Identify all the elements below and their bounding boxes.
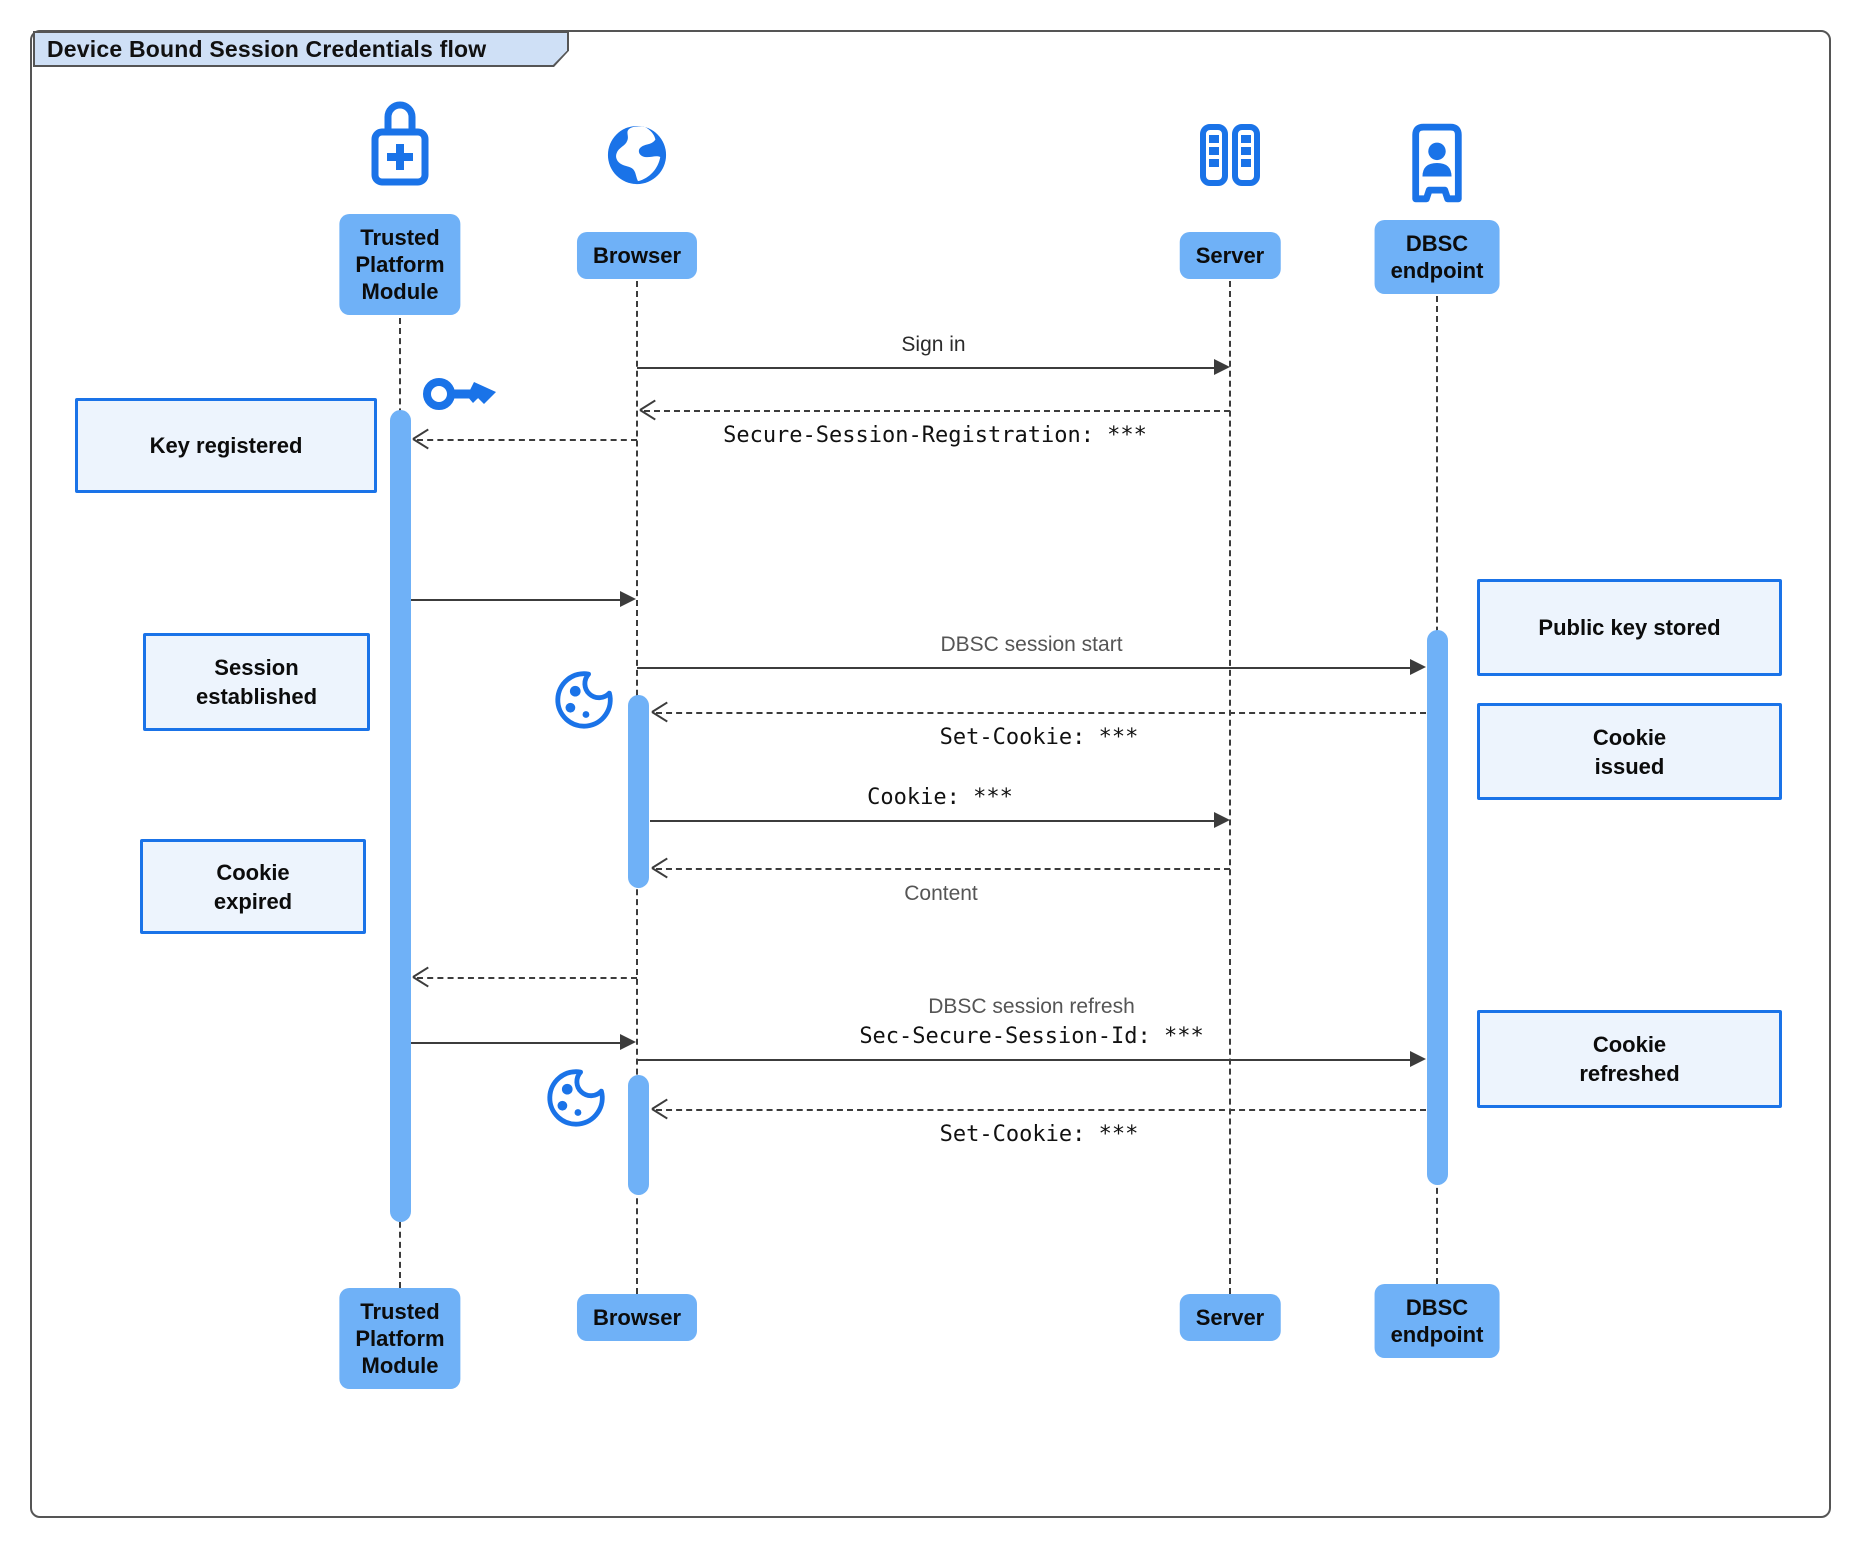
activation-bar-browser (627, 1075, 649, 1195)
arrowhead-icon (1410, 1051, 1426, 1067)
message-label: Set-Cookie: *** (939, 1122, 1139, 1147)
note-cookie-expired: Cookie expired (140, 839, 366, 934)
cookie-icon (552, 664, 616, 732)
lock-plus-icon (367, 96, 433, 188)
arrowhead-icon (620, 1034, 636, 1050)
arrowhead-icon (1214, 359, 1230, 375)
activation-bar-tpm (389, 410, 411, 1222)
message-line-browser-to-dbsc (637, 1059, 1414, 1061)
participant-label-dbsc-bottom: DBSC endpoint (1374, 1284, 1500, 1358)
message-line-browser-to-tpm (417, 977, 637, 979)
participant-label-tpm-bottom: Trusted Platform Module (339, 1288, 461, 1389)
diagram-title-tab-inner: Device Bound Session Credentials flow (35, 33, 567, 65)
message-line-server-to-browser (644, 410, 1230, 412)
server-icon (1198, 124, 1262, 186)
participant-label-browser-bottom: Browser (576, 1294, 698, 1341)
participant-label-server-bottom: Server (1179, 1294, 1281, 1341)
cookie-icon (544, 1062, 608, 1130)
activation-bar-browser (627, 695, 649, 888)
message-label: Sec-Secure-Session-Id: *** (859, 1024, 1204, 1049)
message-line-dbsc-to-browser (656, 712, 1426, 714)
message-line-browser-to-server (637, 367, 1218, 369)
message-line-tpm-to-browser (411, 599, 624, 601)
message-line-tpm-to-browser (411, 1042, 624, 1044)
door-person-icon (1406, 120, 1468, 204)
arrowhead-icon (620, 591, 636, 607)
message-line-dbsc-to-browser (656, 1109, 1426, 1111)
lifeline-server (1229, 281, 1231, 1294)
message-label: Sign in (901, 333, 966, 356)
note-cookie-refreshed: Cookie refreshed (1477, 1010, 1782, 1108)
note-cookie-issued: Cookie issued (1477, 703, 1782, 800)
message-label: Content (904, 882, 978, 905)
message-label: DBSC session refresh (928, 995, 1135, 1018)
message-line-browser-to-server (650, 820, 1218, 822)
message-line-server-to-browser (656, 868, 1230, 870)
message-label: Set-Cookie: *** (939, 725, 1139, 750)
key-icon (422, 366, 502, 422)
arrowhead-icon (1214, 812, 1230, 828)
message-label: DBSC session start (940, 633, 1123, 656)
activation-bar-dbsc (1426, 630, 1448, 1185)
message-line-browser-to-dbsc (637, 667, 1414, 669)
participant-label-dbsc-top: DBSC endpoint (1374, 220, 1500, 294)
note-session-established: Session established (143, 633, 370, 731)
arrowhead-icon (1410, 659, 1426, 675)
globe-icon (606, 124, 668, 186)
diagram-title-tab: Device Bound Session Credentials flow (33, 31, 569, 67)
participant-label-server-top: Server (1179, 232, 1281, 279)
note-key-registered: Key registered (75, 398, 377, 493)
message-line-browser-to-tpm (417, 439, 637, 441)
message-label: Secure-Session-Registration: *** (723, 423, 1147, 448)
participant-label-browser-top: Browser (576, 232, 698, 279)
note-public-key-stored: Public key stored (1477, 579, 1782, 676)
participant-label-tpm-top: Trusted Platform Module (339, 214, 461, 315)
message-label: Cookie: *** (867, 785, 1013, 810)
diagram-title: Device Bound Session Credentials flow (47, 35, 487, 62)
